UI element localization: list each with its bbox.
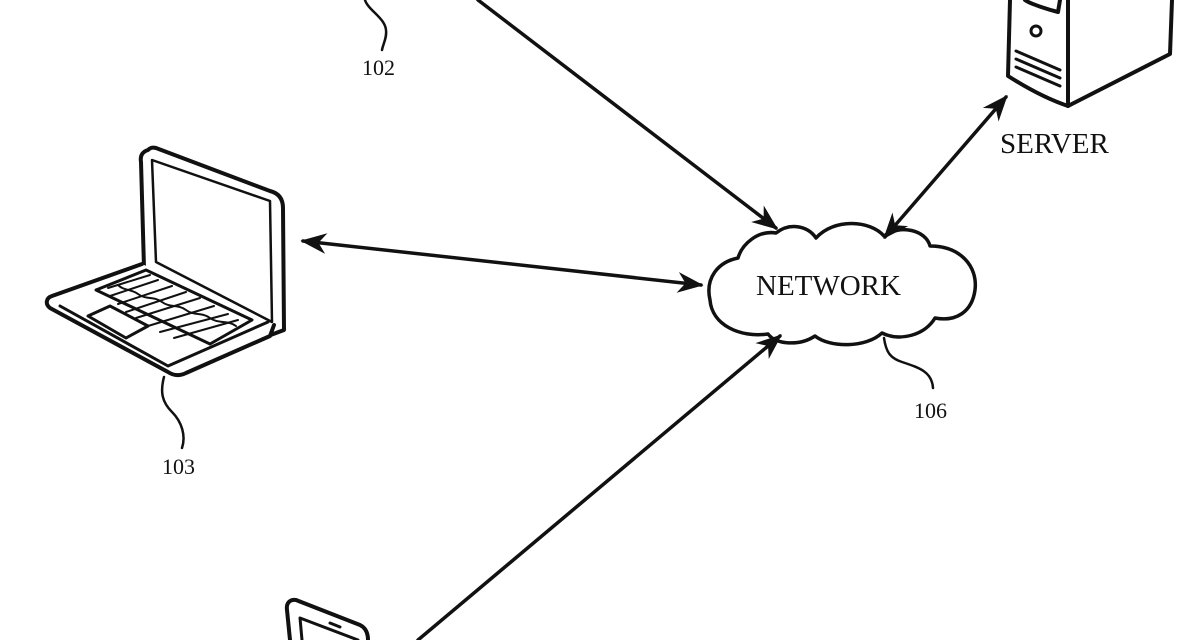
ref-label-106: 106 [914, 398, 947, 423]
network-cloud-icon: NETWORK [707, 221, 978, 347]
network-label: NETWORK [756, 270, 901, 302]
laptop-icon [44, 145, 286, 378]
arrow-server-network [883, 95, 1008, 239]
arrow-phone-to-network [416, 334, 782, 640]
leader-line-102 [363, 0, 388, 52]
phone-icon [284, 597, 370, 640]
ref-label-102: 102 [362, 55, 395, 80]
arrow-top-device-to-network [476, 0, 779, 230]
server-icon [1006, 0, 1174, 108]
arrow-laptop-network [300, 233, 704, 293]
leader-line-103 [160, 375, 185, 450]
ref-label-103: 103 [162, 454, 195, 479]
leader-line-106 [882, 336, 935, 390]
server-label: SERVER [1000, 128, 1110, 160]
